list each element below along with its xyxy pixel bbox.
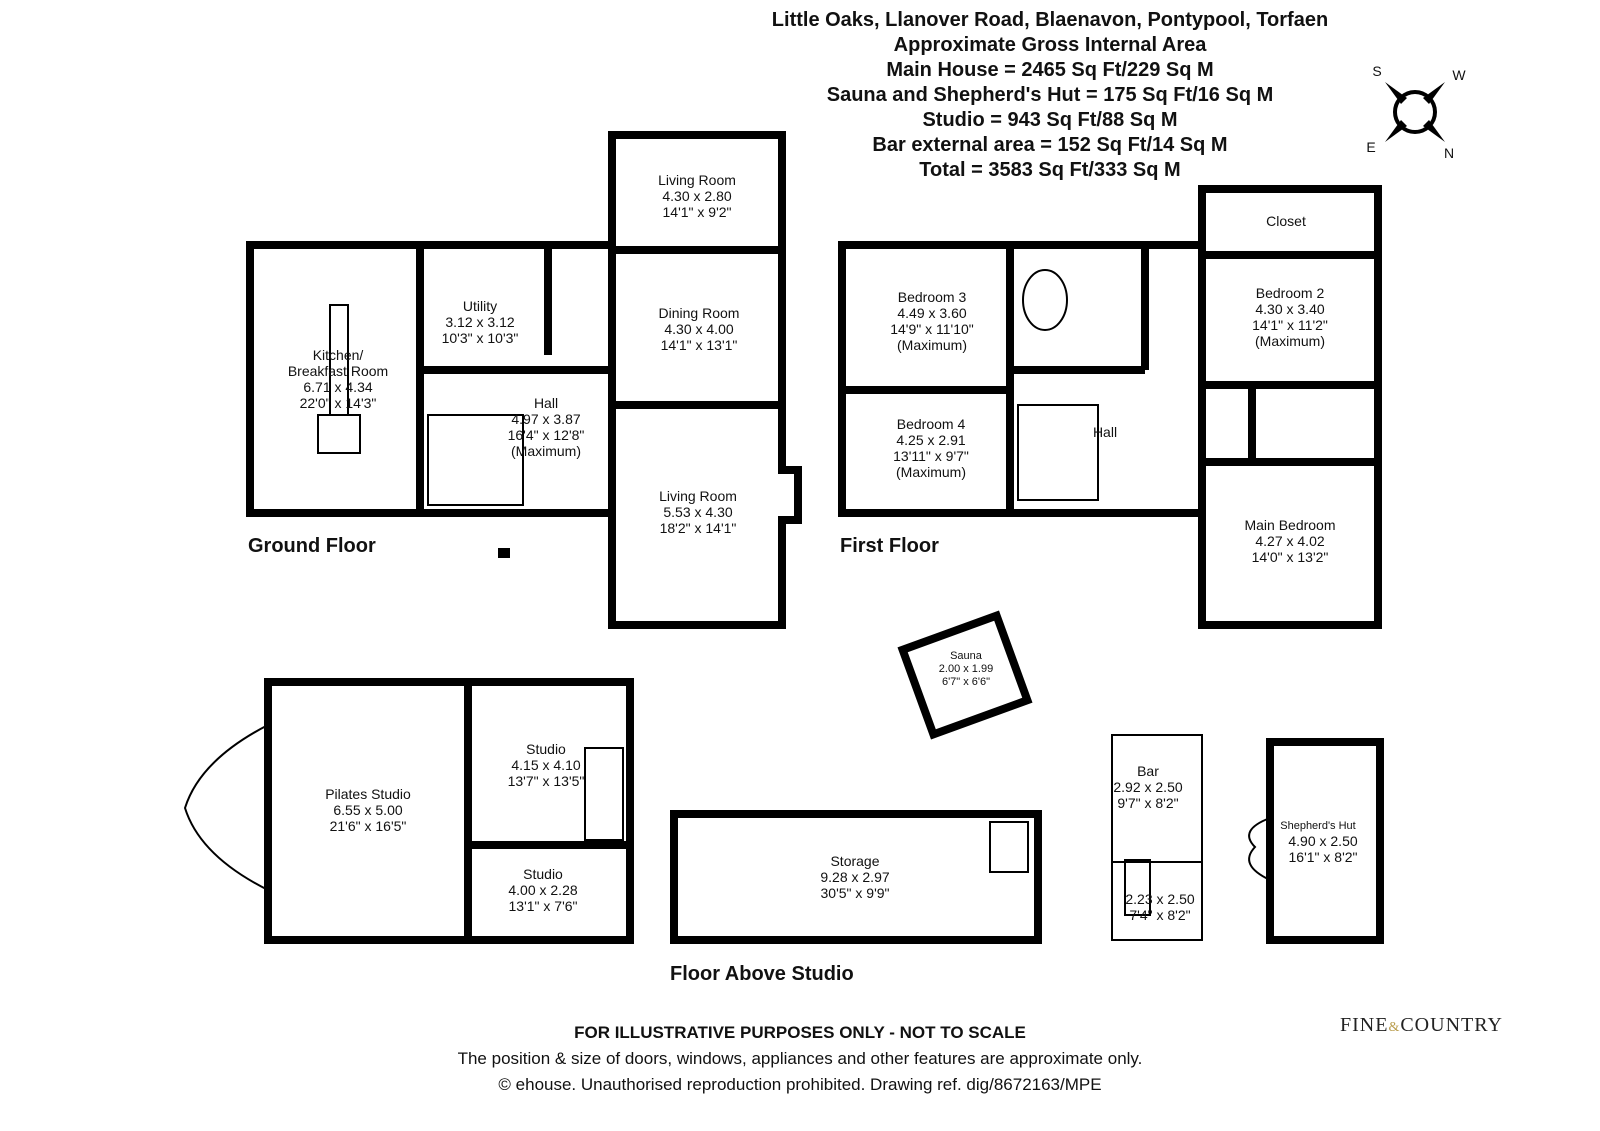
room-shepherds-hut: Shepherd's Hut: [1280, 820, 1355, 832]
area-sauna-hut: Sauna and Shepherd's Hut = 175 Sq Ft/16 …: [826, 84, 1274, 106]
ground-floor-plan: [246, 131, 802, 629]
fine-country-logo: FINE&COUNTRY: [1340, 1014, 1503, 1036]
footer: FOR ILLUSTRATIVE PURPOSES ONLY - NOT TO …: [300, 1020, 1300, 1098]
studio-plan: [183, 678, 1042, 944]
footer-note: The position & size of doors, windows, a…: [457, 1049, 1143, 1068]
floor-label-ground: Ground Floor: [248, 535, 376, 557]
address: Little Oaks, Llanover Road, Blaenavon, P…: [771, 9, 1329, 31]
floor-label-first: First Floor: [840, 535, 939, 557]
plan-header: Little Oaks, Llanover Road, Blaenavon, P…: [600, 8, 1500, 183]
compass-n: N: [1444, 145, 1454, 161]
room-closet: Closet: [1266, 213, 1306, 229]
sauna-plan: [897, 610, 1033, 740]
bar-plan: [1111, 734, 1203, 941]
room-hall-first: Hall: [1093, 424, 1117, 440]
area-main: Main House = 2465 Sq Ft/229 Sq M: [886, 59, 1214, 81]
compass-icon: S W E N: [1366, 63, 1466, 161]
compass-e: E: [1366, 139, 1375, 155]
area-studio: Studio = 943 Sq Ft/88 Sq M: [922, 109, 1178, 131]
floor-label-studio: Floor Above Studio: [670, 963, 854, 985]
compass-w: W: [1452, 67, 1466, 83]
area-bar: Bar external area = 152 Sq Ft/14 Sq M: [872, 134, 1228, 156]
subtitle: Approximate Gross Internal Area: [893, 34, 1207, 56]
compass-s: S: [1372, 63, 1381, 79]
area-total: Total = 3583 Sq Ft/333 Sq M: [919, 159, 1181, 181]
disclaimer: FOR ILLUSTRATIVE PURPOSES ONLY - NOT TO …: [574, 1023, 1026, 1042]
shepherds-hut-plan: [1248, 738, 1384, 944]
copyright: © ehouse. Unauthorised reproduction proh…: [498, 1075, 1102, 1094]
first-floor-plan: [838, 185, 1382, 629]
